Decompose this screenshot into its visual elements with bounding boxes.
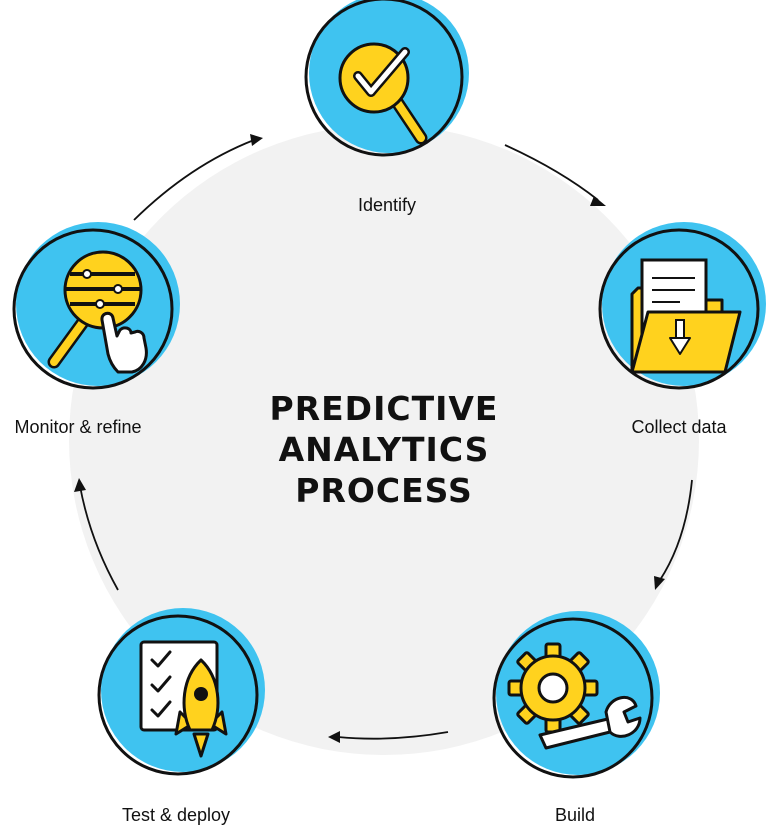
arrowhead-2 [654,576,665,590]
step-label-monitor-refine: Monitor & refine [14,417,142,437]
arrowhead-3 [328,731,340,743]
arrow-heads [74,134,665,743]
title-line-3: PROCESS [295,471,473,510]
arrow-build-to-test [337,731,449,740]
arrow-monitor-to-identify [133,139,255,221]
node-monitor-refine [12,222,180,390]
arrowhead-4 [74,478,86,492]
gear-wrench-icon [507,642,642,750]
background-disc [69,125,699,755]
node-collect-data [598,222,766,390]
arrow-identify-to-collect [504,144,599,201]
magnifier-sliders-hand-icon [47,250,148,374]
checklist-rocket-icon [139,640,228,758]
arrow-test-to-monitor [79,485,119,591]
arrowhead-1 [590,196,606,206]
step-label-test-deploy: Test & deploy [121,805,231,825]
step-label-build: Build [554,805,596,825]
step-label-collect-data: Collect data [631,417,727,437]
arrow-collect-to-build [659,479,693,581]
cycle-arrows [79,139,693,740]
diagram-title: PREDICTIVE ANALYTICS PROCESS [270,388,499,511]
arrowhead-5 [250,134,263,146]
node-test-deploy [97,608,265,776]
magnifier-check-icon [338,42,428,145]
step-label-identify: Identify [357,195,417,215]
folder-download-icon [630,258,742,374]
title-line-2: ANALYTICS [278,430,490,469]
node-build [492,611,660,779]
node-identify [304,0,469,157]
title-line-1: PREDICTIVE [269,389,499,428]
